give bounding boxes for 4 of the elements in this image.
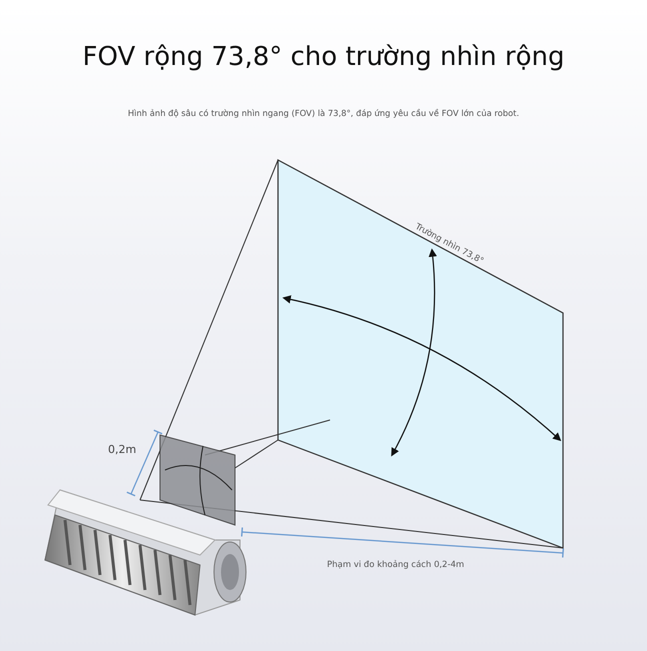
dimension-label: 0,2m [108,443,136,456]
heading: FOV rộng 73,8° cho trường nhìn rộng [82,42,566,72]
dimension-label: Phạm vi đo khoảng cách 0,2-4m [327,560,464,570]
subtitle: Hình ảnh độ sâu có trường nhìn ngang (FOV) là 73,8°, đáp ứng yêu cầu về FOV lớn của robot. [126,108,520,118]
